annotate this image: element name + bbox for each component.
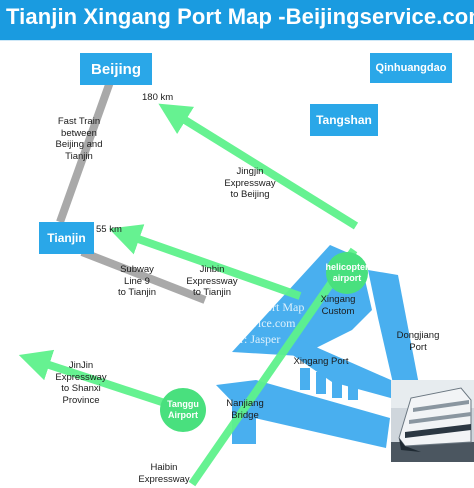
jinjin-route-arrow (18, 349, 182, 412)
jinbin-label: Jinbin Expressway to Tianjin (186, 264, 238, 298)
city-qinhuangdao-label: Qinhuangdao (375, 62, 447, 74)
city-tangshan-label: Tangshan (316, 113, 372, 127)
pier-2 (316, 372, 326, 394)
fast-train-label: Fast Train between Beijing and Tianjin (55, 116, 103, 162)
dongjiang-port-land (368, 270, 420, 392)
xingang-custom-label: Xingang Custom (320, 294, 356, 317)
tanggu-airport: Tanggu Airport (160, 388, 206, 432)
pier-4 (348, 378, 358, 400)
subway-line (80, 248, 207, 304)
city-beijing-label: Beijing (90, 60, 141, 78)
city-tangshan: Tangshan (310, 104, 378, 136)
city-tianjin: Tianjin (39, 222, 94, 254)
jinbin-route-arrow (108, 224, 302, 300)
distance-tianjin: 55 km (96, 224, 122, 235)
watermark-author: Author: Jasper (210, 332, 281, 346)
city-qinhuangdao: Qinhuangdao (370, 53, 452, 83)
dongjiang-port-label: Dongjiang Port (396, 330, 440, 353)
fast-train-line (56, 80, 114, 224)
cruise-ship-photo (391, 380, 474, 462)
watermark-download: Download: www.Beijingservice.com (118, 316, 296, 330)
map-canvas (18, 80, 420, 487)
jingjin-route-arrow (158, 103, 359, 230)
haibin-route-line (188, 247, 358, 487)
xingang-port-label: Xingang Port (293, 356, 349, 367)
jingjin-label: Jingjin Expressway to Beijing (224, 166, 276, 200)
watermark-name: Name: Xingang Port Map (180, 300, 305, 314)
nanjiang-bridge-label: Nanjiang Bridge (226, 398, 264, 421)
title-bar: Tianjin Xingang Port Map -Beijingservice… (0, 0, 474, 41)
haibin-label: Haibin Expressway (138, 462, 190, 485)
distance-beijing: 180 km (142, 92, 174, 103)
city-beijing: Beijing (80, 53, 152, 85)
pier-3 (332, 376, 342, 398)
subway-label: Subway Line 9 to Tianjin (117, 264, 157, 298)
pier-1 (300, 368, 310, 390)
city-tianjin-label: Tianjin (47, 231, 86, 245)
jinjin-label: JinJin Expressway to Shanxi Province (55, 360, 107, 406)
harbor-strip (256, 330, 400, 400)
page-title: Tianjin Xingang Port Map -Beijingservice… (6, 4, 474, 29)
helicopter-airport: helicopter airport (326, 252, 369, 294)
nanjiang-land (216, 380, 390, 448)
